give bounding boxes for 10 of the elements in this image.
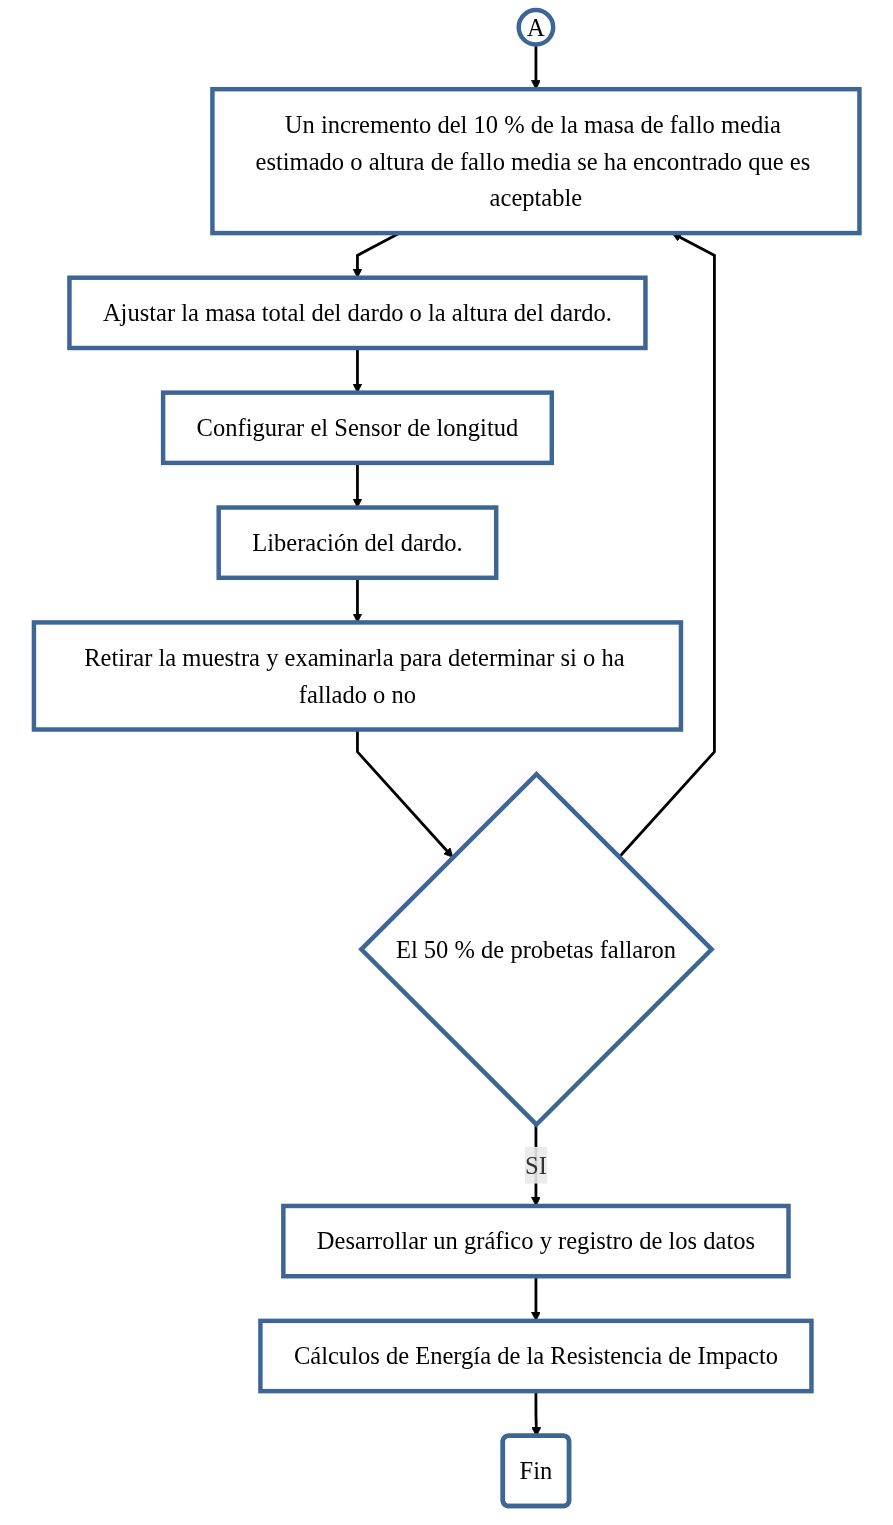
node-box: Retirar la muestra y examinarla para determinar si o ha fallado o no bbox=[31, 620, 683, 732]
node-box: Cálculos de Energía de la Resistencia de Impacto bbox=[258, 1318, 814, 1394]
node-box: Ajustar la masa total del dardo o la altura del dardo. bbox=[67, 275, 648, 351]
node-diamond: El 50 % de probetas fallaron bbox=[357, 771, 715, 1128]
node-box: Configurar el Sensor de longitud bbox=[160, 390, 554, 466]
node-circle: A bbox=[516, 7, 556, 47]
edge-label: SI bbox=[524, 1151, 547, 1180]
node-box: Desarrollar un gráfico y registro de los datos bbox=[280, 1203, 791, 1279]
node-box: Liberación del dardo. bbox=[216, 505, 499, 581]
node-box: Un incremento del 10 % de la masa de fallo media estimado o altura de fallo media se ha encontrado que es aceptable bbox=[210, 86, 862, 236]
